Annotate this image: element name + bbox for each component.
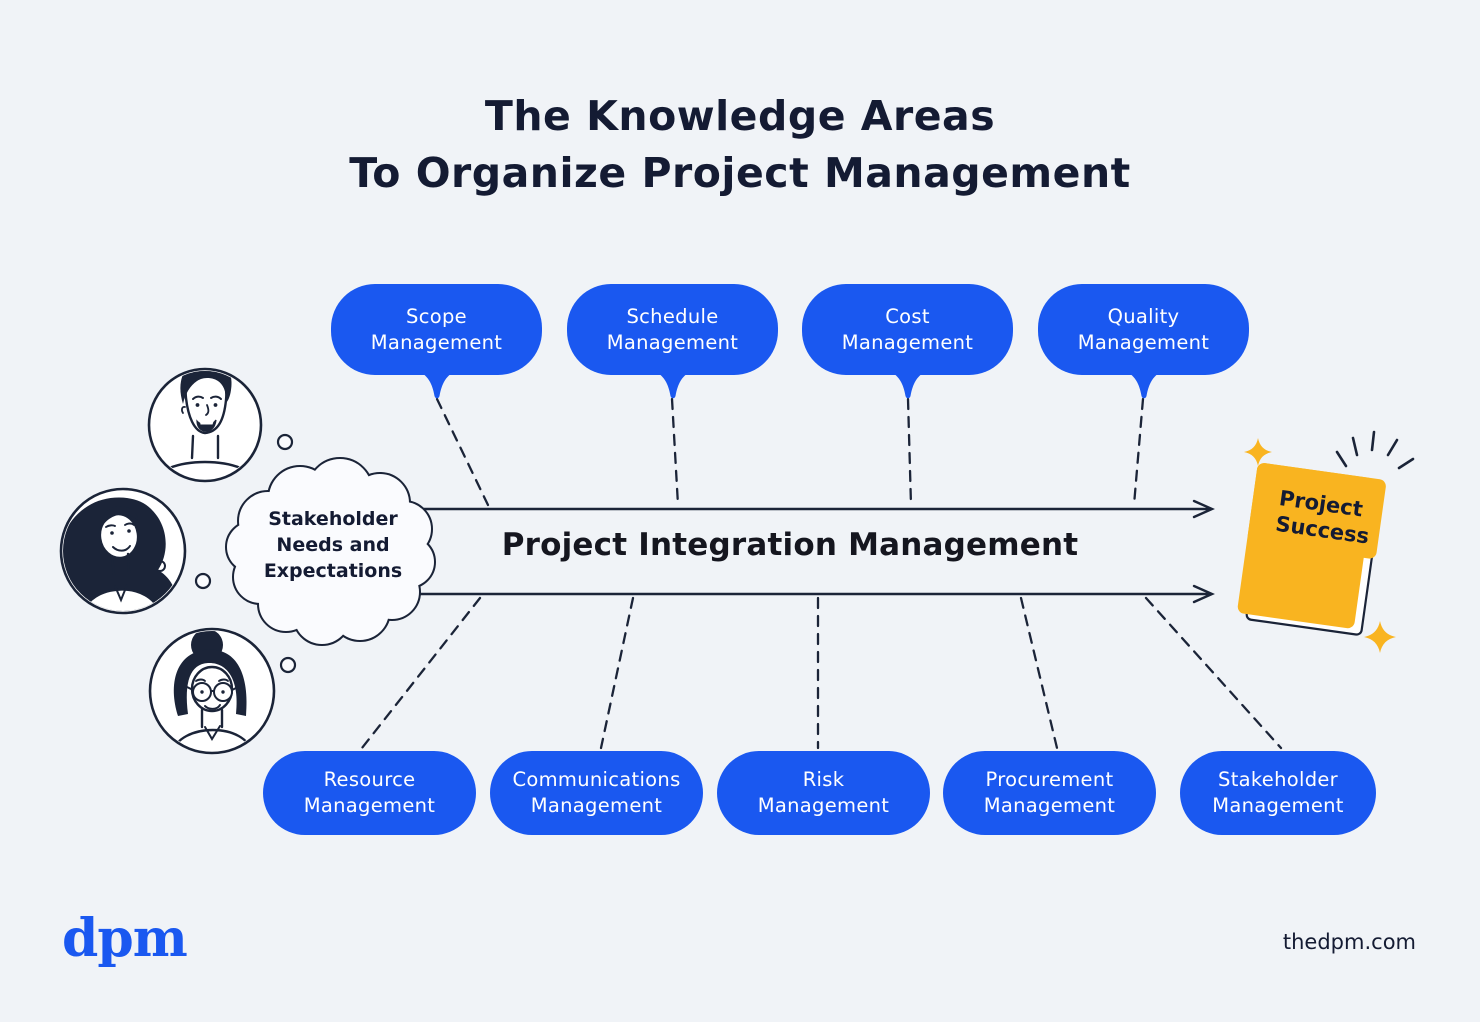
pill-stakeholder-management: Stakeholder Management	[1180, 751, 1376, 835]
bubble-label: Cost	[885, 304, 930, 328]
pill-risk-management: Risk Management	[717, 751, 930, 835]
integration-arrows	[396, 499, 1215, 604]
integration-management-label: Project Integration Management	[501, 527, 1079, 563]
connector-quality	[1132, 397, 1145, 507]
bubble-scope-management: Scope Management	[331, 284, 542, 399]
bottom-arrow	[396, 584, 1215, 604]
bubble-label: Schedule	[626, 304, 719, 328]
success-folder	[1237, 463, 1386, 636]
bubble-label: Management	[841, 330, 974, 354]
dpm-logo: dpm	[62, 908, 188, 969]
pill-resource-management: Resource Management	[263, 751, 476, 835]
sparkle-top	[1244, 438, 1272, 466]
connector-communications	[599, 596, 635, 750]
page-title: The Knowledge Areas To Organize Project …	[0, 88, 1480, 201]
pill-communications-management: Communications Management	[490, 751, 703, 835]
pill-label: Resource	[323, 768, 416, 792]
title-line-1: The Knowledge Areas	[484, 92, 996, 140]
bubble-tail	[1124, 371, 1163, 399]
connector-cost	[906, 397, 913, 507]
bubble-tail	[888, 371, 927, 399]
stakeholder-needs-cloud-text: Stakeholder Needs and Expectations	[240, 506, 426, 584]
bubble-cost-management: Cost Management	[802, 284, 1013, 399]
sparkles	[1244, 438, 1396, 653]
sparkle-bottom	[1364, 621, 1396, 653]
top-arrow	[396, 499, 1215, 519]
pill-procurement-management: Procurement Management	[943, 751, 1156, 835]
pill-label: Risk	[802, 768, 845, 792]
woman-bun-glasses-avatar	[148, 627, 276, 755]
bubble-label: Scope	[406, 304, 467, 328]
connector-schedule	[670, 397, 680, 507]
connector-resource	[360, 596, 482, 750]
connector-scope	[435, 397, 490, 507]
dashed-connectors	[360, 397, 1283, 750]
cloud-line: Stakeholder	[268, 508, 398, 530]
pill-label: Management	[1212, 794, 1344, 817]
pill-label: Communications	[512, 768, 681, 792]
title-line-2: To Organize Project Management	[349, 148, 1131, 197]
bubble-tail	[417, 371, 456, 399]
pill-label: Management	[303, 794, 436, 817]
thought-trail-dots	[194, 433, 297, 674]
bubble-label: Management	[606, 330, 739, 354]
bubble-quality-management: Quality Management	[1038, 284, 1249, 399]
website-url: thedpm.com	[1282, 930, 1416, 954]
woman-long-hair-avatar	[59, 487, 187, 615]
bubble-label: Management	[370, 330, 503, 354]
cloud-line: Expectations	[263, 560, 403, 583]
bubble-schedule-management: Schedule Management	[567, 284, 778, 399]
pill-label: Procurement	[985, 768, 1114, 792]
bubble-label: Quality	[1107, 304, 1180, 328]
bubble-tail	[653, 371, 692, 399]
thought-cloud	[194, 433, 436, 674]
cloud-line: Needs and	[276, 534, 390, 557]
pill-label: Stakeholder	[1218, 768, 1338, 792]
pill-label: Management	[757, 794, 890, 817]
burst-lines	[1335, 430, 1415, 470]
connector-stakeholder	[1144, 596, 1283, 750]
connector-procurement	[1019, 596, 1059, 750]
pill-label: Management	[530, 794, 663, 817]
pill-label: Management	[983, 794, 1116, 817]
bubble-label: Management	[1077, 330, 1210, 354]
man-avatar	[147, 367, 263, 483]
